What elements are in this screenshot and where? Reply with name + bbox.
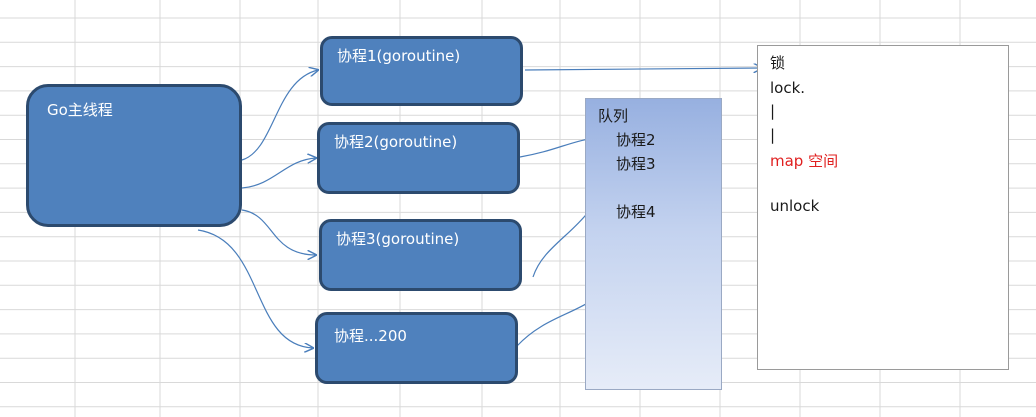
lock-bar-1: | bbox=[770, 102, 776, 120]
arrow-main-to-goroutine3 bbox=[241, 209, 316, 255]
map-space-text: map 空间 bbox=[770, 152, 839, 170]
lock-panel: 锁 lock. | | map 空间 unlock bbox=[757, 45, 1009, 370]
goroutine-200-label: 协程...200 bbox=[334, 327, 407, 345]
goroutine-200-box: 协程...200 bbox=[315, 312, 518, 384]
arrow-main-to-goroutine2 bbox=[241, 158, 316, 189]
queue-panel: 队列 协程2 协程3 协程4 bbox=[585, 98, 722, 390]
main-thread-box: Go主线程 bbox=[26, 84, 242, 227]
lock-char: 锁 bbox=[770, 54, 786, 72]
queue-item-goroutine2: 协程2 bbox=[616, 131, 656, 149]
main-thread-label: Go主线程 bbox=[47, 101, 113, 119]
arrow-main-to-goroutine1 bbox=[241, 70, 318, 161]
lock-text: lock. bbox=[770, 79, 806, 97]
unlock-text: unlock bbox=[770, 197, 820, 215]
queue-title: 队列 bbox=[598, 107, 629, 125]
lock-bar-2: | bbox=[770, 126, 776, 144]
arrow-goroutine1-to-lock bbox=[524, 68, 762, 70]
goroutine-3-label: 协程3(goroutine) bbox=[336, 230, 460, 248]
arrow-main-to-goroutine200 bbox=[197, 229, 313, 348]
queue-item-goroutine4: 协程4 bbox=[616, 203, 656, 221]
goroutine-2-label: 协程2(goroutine) bbox=[334, 133, 458, 151]
goroutine-1-box: 协程1(goroutine) bbox=[320, 36, 523, 106]
queue-item-goroutine3: 协程3 bbox=[616, 155, 656, 173]
goroutine-1-label: 协程1(goroutine) bbox=[337, 47, 461, 65]
goroutine-2-box: 协程2(goroutine) bbox=[317, 122, 520, 194]
goroutine-3-box: 协程3(goroutine) bbox=[319, 219, 522, 291]
